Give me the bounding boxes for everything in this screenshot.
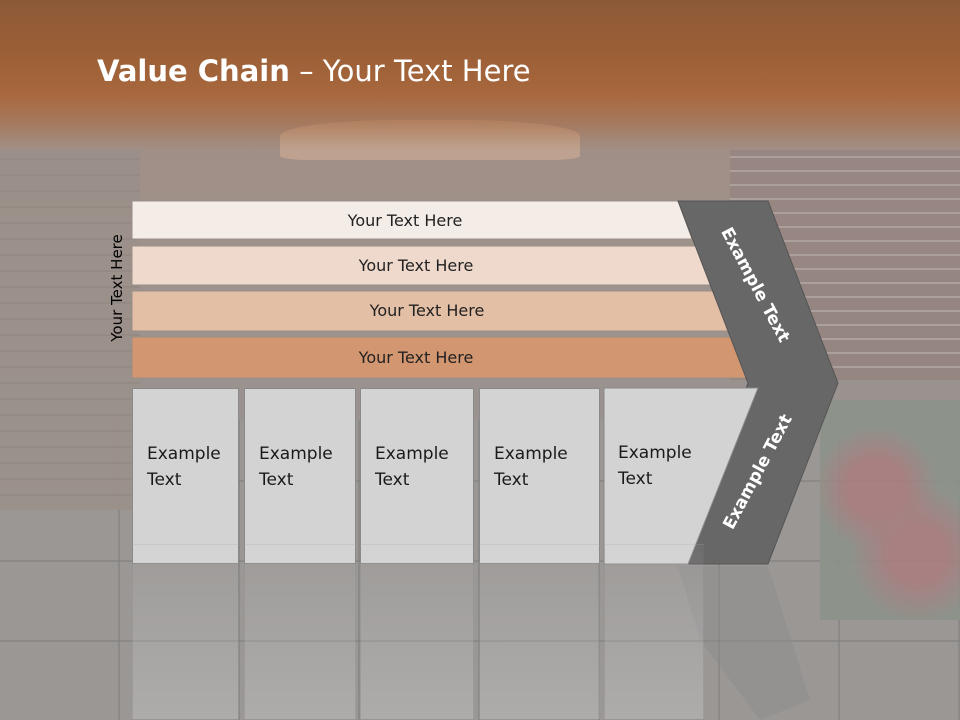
- column-2[interactable]: Example Text: [244, 388, 356, 564]
- chevron-reflection: [678, 566, 810, 720]
- column-5-line1: Example: [618, 443, 692, 463]
- column-2-line2: Text: [259, 470, 294, 490]
- column-1-line2: Text: [147, 470, 182, 490]
- band-3: Your Text Here: [132, 291, 722, 329]
- band-1: Your Text Here: [132, 201, 678, 239]
- band-1-shape[interactable]: [131, 200, 693, 240]
- column-4-line1: Example: [494, 444, 568, 464]
- column-2-line1: Example: [259, 444, 333, 464]
- band-3-label: Your Text Here: [369, 300, 485, 320]
- background-flowers: [820, 400, 960, 620]
- band-4: Your Text Here: [132, 338, 700, 376]
- slide-title[interactable]: Value Chain – Your Text Here: [97, 54, 531, 88]
- column-5-line2: Text: [618, 469, 653, 489]
- column-5-shape[interactable]: [603, 387, 759, 565]
- slide-title-bold: Value Chain: [97, 54, 290, 88]
- column-1-line1: Example: [147, 444, 221, 464]
- column-3[interactable]: Example Text: [360, 388, 474, 564]
- slide-title-rest: – Your Text Here: [289, 54, 531, 88]
- background-stone-wall: [0, 150, 140, 510]
- column-4[interactable]: Example Text: [479, 388, 600, 564]
- column-3-line1: Example: [375, 444, 449, 464]
- title-bar: [0, 0, 960, 150]
- column-5: Example Text: [604, 388, 704, 564]
- band-1-label: Your Text Here: [347, 210, 463, 230]
- column-4-line2: Text: [494, 470, 529, 490]
- band-2-label: Your Text Here: [358, 255, 474, 275]
- band-2: Your Text Here: [132, 246, 700, 284]
- column-3-line2: Text: [375, 470, 410, 490]
- band-4-label: Your Text Here: [358, 347, 474, 367]
- column-1[interactable]: Example Text: [132, 388, 239, 564]
